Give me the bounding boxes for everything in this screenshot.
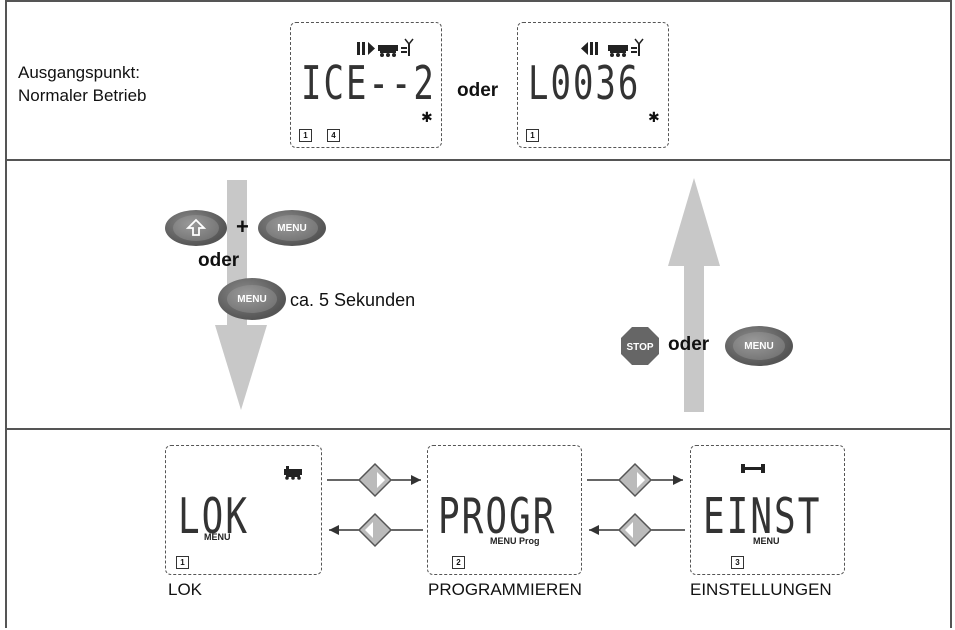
key-indicator-1: 1: [526, 129, 539, 142]
lcd-text-ice: ICE--2: [301, 57, 436, 111]
lcd-display-loco: L0036 ✱ 1: [517, 22, 669, 148]
wrench-icon: [741, 464, 765, 473]
or-label-top: oder: [457, 80, 499, 101]
locomotive-icon: [284, 466, 302, 480]
nav-left-arrow-2[interactable]: [585, 512, 687, 548]
nav-left-arrow-1[interactable]: [325, 512, 425, 548]
hold-duration-label: ca. 5 Sekunden: [290, 290, 416, 310]
menu-button-label: MENU: [277, 222, 307, 234]
lcd-sub-lok: MENU: [204, 532, 231, 542]
lcd-text-loco: L0036: [528, 57, 641, 111]
stop-label: STOP: [626, 342, 653, 353]
shift-button[interactable]: [165, 210, 227, 246]
nav-right-arrow-1[interactable]: [325, 462, 425, 498]
shift-icon: [185, 218, 207, 236]
caption-einst: EINSTELLUNGEN: [690, 580, 832, 599]
divider-1: [5, 159, 952, 161]
caption-lok: LOK: [168, 580, 203, 599]
or-label-right: oder: [668, 334, 710, 355]
key-indicator-3: 3: [731, 556, 744, 569]
lcd-sub-einst: MENU: [753, 536, 780, 546]
up-arrow: [668, 178, 720, 412]
divider-top: [5, 0, 952, 2]
star-icon: ✱: [648, 109, 660, 125]
plus-sign: +: [236, 214, 249, 239]
lcd-menu-einst: EINST MENU 3: [690, 445, 845, 575]
menu-button-label: MENU: [744, 340, 774, 352]
star-icon: ✱: [421, 109, 433, 125]
key-indicator-1: 1: [176, 556, 189, 569]
lcd-menu-progr: PROGR MENU Prog 2: [427, 445, 582, 575]
or-label-middle: oder: [198, 250, 240, 271]
key-indicator-4: 4: [327, 129, 340, 142]
nav-right-arrow-2[interactable]: [585, 462, 687, 498]
menu-button-label: MENU: [237, 293, 267, 305]
status-icons: [357, 38, 414, 57]
status-icons-2: [581, 38, 644, 57]
menu-button-right[interactable]: MENU: [725, 326, 793, 366]
diagram-frame: [5, 0, 952, 628]
start-label-line1: Ausgangspunkt:: [18, 63, 140, 82]
menu-button-hold[interactable]: MENU: [218, 278, 286, 320]
divider-2: [5, 428, 952, 430]
lcd-menu-lok: LOK MENU 1: [165, 445, 322, 575]
lcd-text-progr: PROGR: [438, 490, 557, 546]
lcd-display-ice: ICE--2 ✱ 1 4: [290, 22, 442, 148]
stop-button[interactable]: STOP: [620, 326, 660, 366]
menu-button[interactable]: MENU: [258, 210, 326, 246]
caption-progr: PROGRAMMIEREN: [428, 580, 582, 599]
lcd-sub-progr: MENU Prog: [490, 536, 540, 546]
key-indicator-2: 2: [452, 556, 465, 569]
lcd-text-einst: EINST: [703, 490, 822, 546]
lcd-text-lok: LOK: [178, 490, 250, 546]
start-label-line2: Normaler Betrieb: [18, 86, 147, 105]
key-indicator-1: 1: [299, 129, 312, 142]
